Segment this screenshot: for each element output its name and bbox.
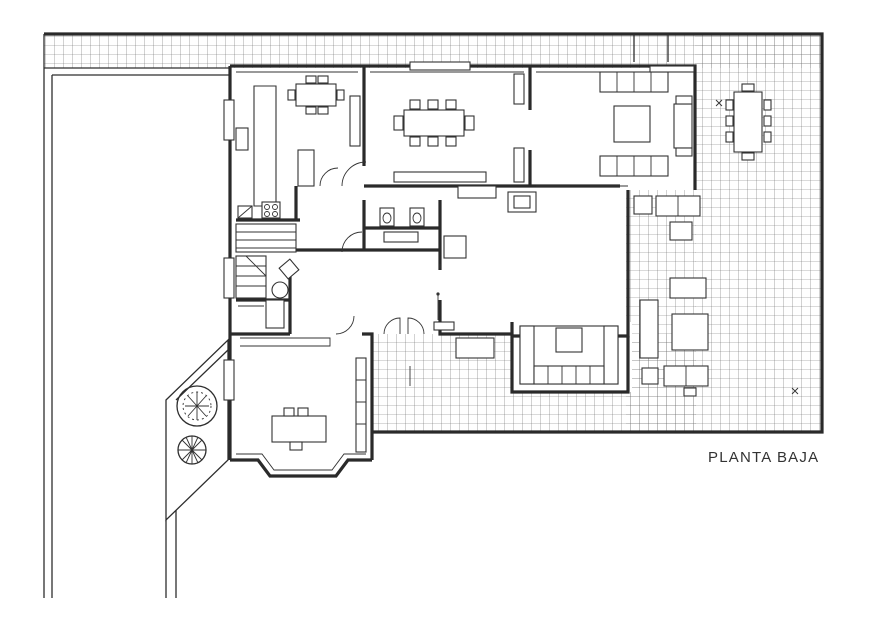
dining-room <box>393 61 525 183</box>
garden-trees <box>176 385 218 465</box>
living-room <box>536 71 693 187</box>
kitchen <box>223 75 361 219</box>
outdoor-furniture <box>633 65 772 397</box>
site-boundary <box>43 32 824 598</box>
plan-title: PLANTA BAJA <box>708 449 820 466</box>
hall-and-bathroom <box>223 161 537 386</box>
study-room <box>223 337 367 453</box>
terrace-lounge <box>519 325 619 385</box>
survey-marks <box>715 99 799 395</box>
